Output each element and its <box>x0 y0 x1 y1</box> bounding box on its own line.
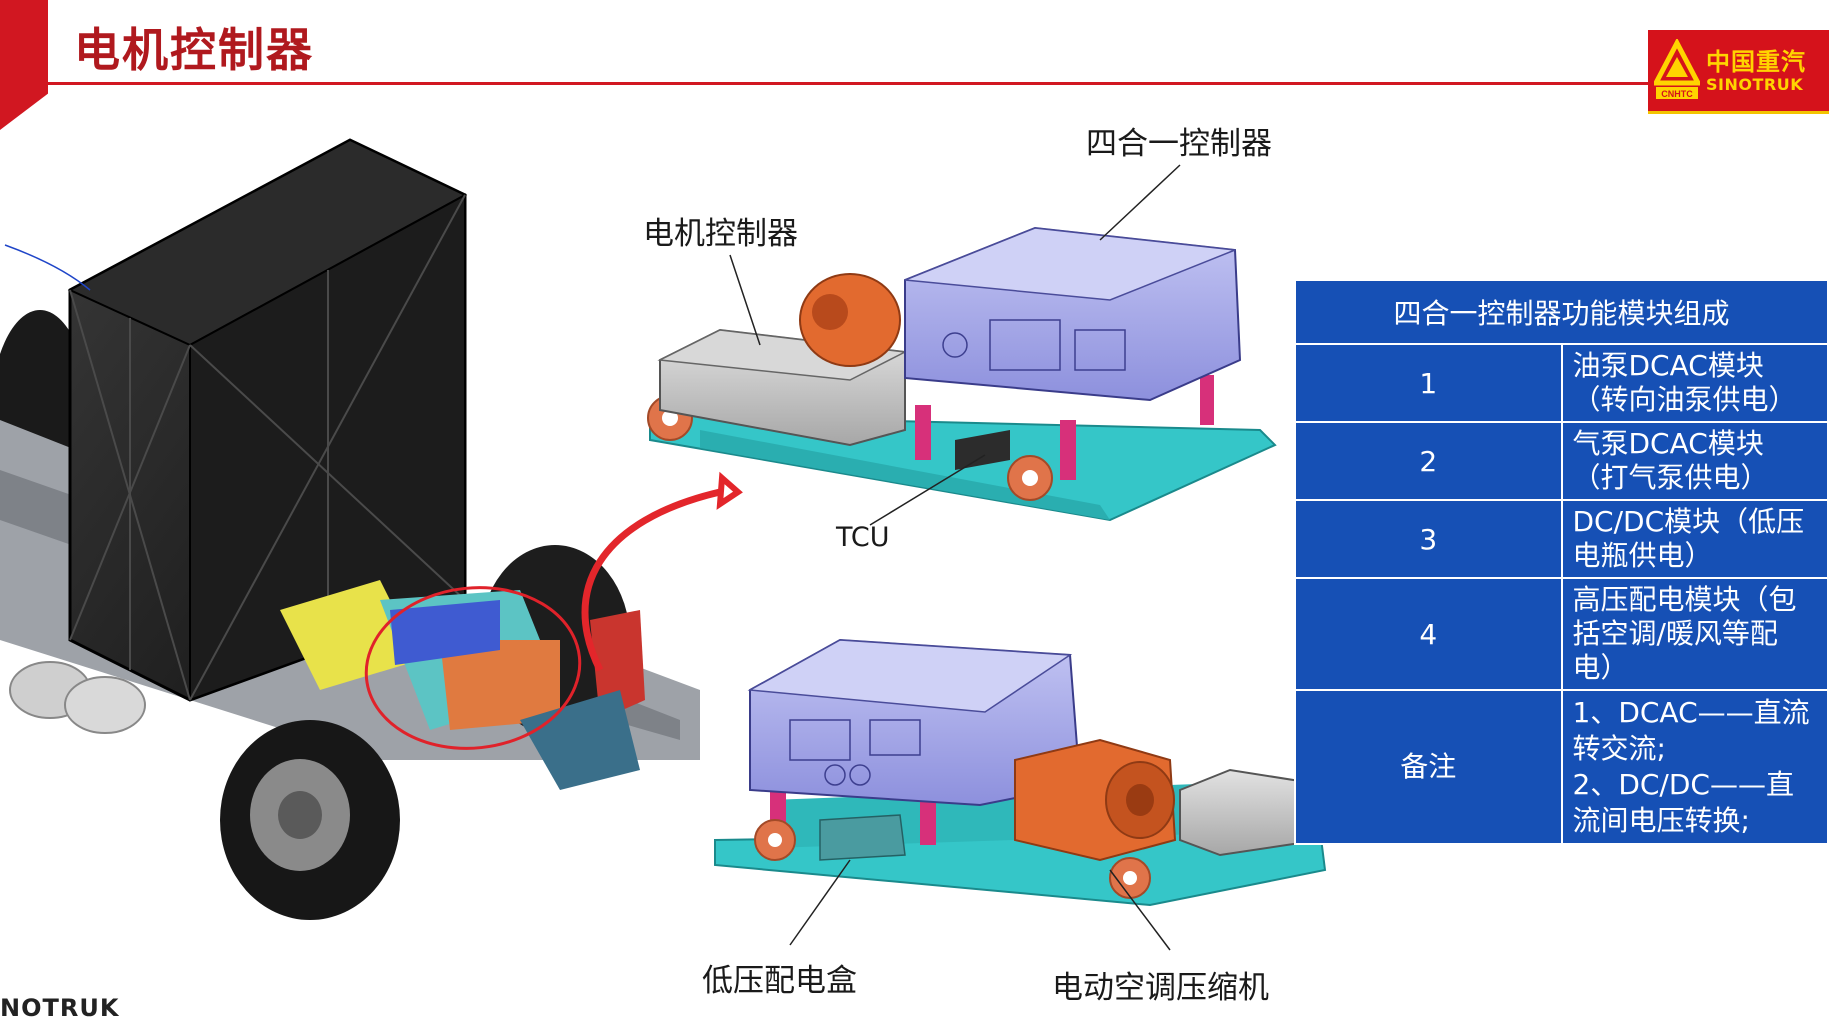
logo-en-text: SINOTRUK <box>1706 74 1804 94</box>
row-text: 气泵DCAC模块（打气泵供电） <box>1560 421 1829 501</box>
row-number: 1 <box>1294 343 1563 423</box>
function-module-table: 四合一控制器功能模块组成 1 油泵DCAC模块（转向油泵供电） 2 气泵DCAC… <box>1294 279 1829 845</box>
row-text: DC/DC模块（低压电瓶供电） <box>1560 499 1829 579</box>
truck-chassis-drawing <box>0 138 700 920</box>
row-number: 3 <box>1294 499 1563 579</box>
bottom-assembly-drawing <box>714 638 1327 951</box>
label-tcu: TCU <box>836 522 890 553</box>
sinotruk-logo: CNHTC 中国重汽 SINOTRUK <box>1648 30 1829 114</box>
low-voltage-box <box>819 814 906 861</box>
row-number: 2 <box>1294 421 1563 501</box>
air-tank-2 <box>64 676 146 734</box>
logo-cn-text: 中国重汽 <box>1706 47 1806 76</box>
row-text: 高压配电模块（包括空调/暖风等配电） <box>1560 577 1829 691</box>
sinotruk-emblem-icon: CNHTC <box>1654 38 1700 99</box>
note-line-1: 1、DCAC——直流转交流; <box>1572 696 1810 765</box>
blue-component <box>390 600 500 665</box>
red-component <box>590 610 645 720</box>
table-title: 四合一控制器功能模块组成 <box>1294 279 1829 345</box>
pointer-arrow <box>581 488 721 672</box>
note-label: 备注 <box>1294 689 1563 845</box>
row-number: 4 <box>1294 577 1563 691</box>
label-ac-compressor: 电动空调压缩机 <box>1052 970 1269 1006</box>
page-title: 电机控制器 <box>74 23 314 77</box>
header-divider <box>48 82 1653 85</box>
label-four-in-one-controller: 四合一控制器 <box>1086 126 1272 162</box>
note-line-2: 2、DC/DC——直流间电压转换; <box>1572 768 1794 837</box>
table-row: 2 气泵DCAC模块（打气泵供电） <box>1294 421 1829 501</box>
table-row: 1 油泵DCAC模块（转向油泵供电） <box>1294 343 1829 423</box>
table-row: 4 高压配电模块（包括空调/暖风等配电） <box>1294 577 1829 691</box>
orange-component <box>440 640 560 730</box>
table-note-row: 备注 1、DCAC——直流转交流; 2、DC/DC——直流间电压转换; <box>1294 689 1829 845</box>
note-text: 1、DCAC——直流转交流; 2、DC/DC——直流间电压转换; <box>1560 689 1829 845</box>
pointer-arrow-head <box>716 471 743 510</box>
highlight-ellipse <box>364 586 582 750</box>
row-text: 油泵DCAC模块（转向油泵供电） <box>1560 343 1829 423</box>
emblem-text: CNHTC <box>1661 89 1693 99</box>
label-low-voltage-box: 低压配电盒 <box>702 963 857 999</box>
table-row: 3 DC/DC模块（低压电瓶供电） <box>1294 499 1829 579</box>
label-motor-controller: 电机控制器 <box>643 216 798 252</box>
footer-brand: NOTRUK <box>0 994 120 1022</box>
top-assembly-drawing <box>647 164 1277 526</box>
